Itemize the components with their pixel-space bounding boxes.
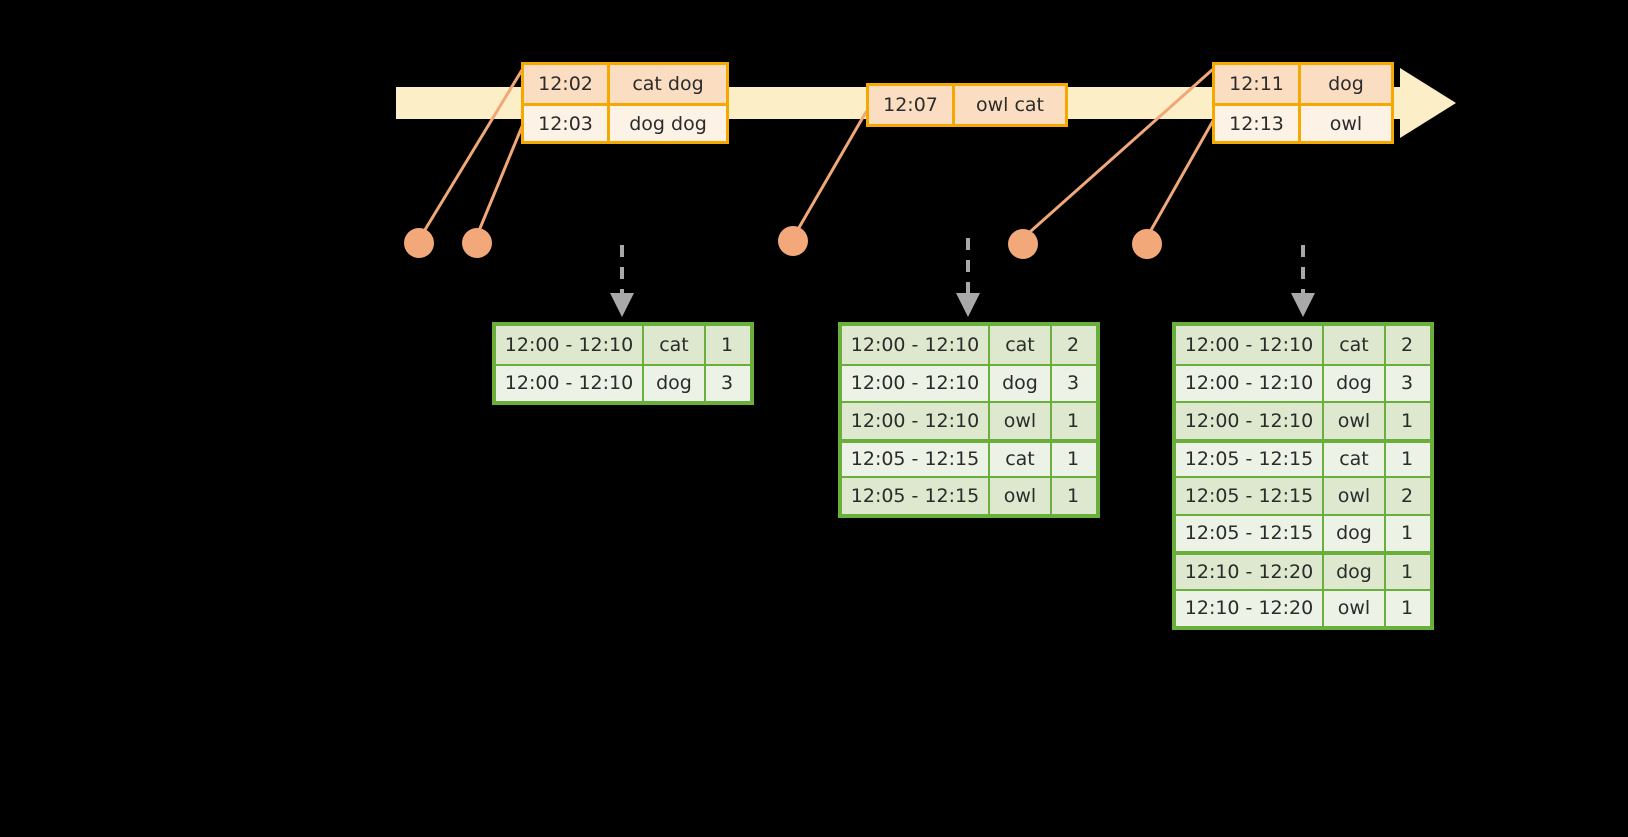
window-cell: 12:10 - 12:20	[1176, 590, 1324, 626]
event-time: 12:07	[869, 86, 955, 124]
count-cell: 1	[1400, 522, 1414, 545]
count-cell: 1	[1400, 448, 1414, 471]
key-cell: owl	[1324, 403, 1386, 439]
event-row[interactable]: 12:02 cat dog	[524, 65, 726, 103]
table-row[interactable]: 12:00 - 12:10 owl 1	[842, 401, 1096, 439]
window-cell: 12:05 - 12:15	[1176, 442, 1324, 476]
window-cell: 12:10 - 12:20	[1176, 555, 1324, 589]
key-cell: dog	[1324, 515, 1386, 551]
key-cell: cat	[1324, 442, 1386, 476]
connector-line-5	[1144, 110, 1220, 241]
key-cell: owl	[990, 403, 1052, 439]
table-row[interactable]: 12:10 - 12:20 owl 1	[1176, 588, 1430, 626]
event-group-2[interactable]: 12:07 owl cat	[866, 83, 1068, 127]
window-cell: 12:05 - 12:15	[1176, 515, 1324, 551]
emit-arrow-head-2	[956, 293, 980, 317]
event-words: owl	[1329, 112, 1363, 135]
count-cell: 2	[1066, 333, 1080, 356]
event-time: 12:13	[1215, 106, 1301, 141]
connector-line-3	[791, 110, 868, 240]
event-words: dog	[1328, 73, 1364, 95]
count-cell: 1	[1400, 409, 1414, 432]
table-row[interactable]: 12:00 - 12:10 dog 3	[1176, 363, 1430, 401]
event-row[interactable]: 12:03 dog dog	[524, 103, 726, 141]
emit-arrow-head-3	[1291, 293, 1315, 317]
key-cell: cat	[1324, 326, 1386, 364]
count-cell: 3	[1400, 372, 1414, 395]
emit-arrows	[610, 238, 1315, 317]
connector-dots	[404, 226, 1162, 259]
event-group-1[interactable]: 12:02 cat dog 12:03 dog dog	[521, 62, 729, 144]
event-dot-4	[1008, 229, 1038, 259]
event-words: owl cat	[975, 94, 1045, 116]
window-cell: 12:05 - 12:15	[842, 442, 990, 476]
key-cell: owl	[990, 478, 1052, 514]
table-row[interactable]: 12:00 - 12:10 dog 3	[496, 363, 750, 401]
event-time: 12:11	[1215, 65, 1301, 103]
count-cell: 1	[1066, 448, 1080, 471]
event-dot-2	[462, 228, 492, 258]
key-cell: dog	[1324, 555, 1386, 589]
table-row[interactable]: 12:05 - 12:15 owl 2	[1176, 476, 1430, 514]
key-cell: dog	[990, 365, 1052, 401]
key-cell: dog	[644, 365, 706, 401]
emit-arrow-head-1	[610, 293, 634, 317]
event-dot-5	[1132, 229, 1162, 259]
event-time: 12:02	[524, 65, 610, 103]
result-table-2[interactable]: 12:00 - 12:10 cat 2 12:00 - 12:10 dog 3 …	[838, 322, 1100, 518]
count-cell: 1	[1400, 560, 1414, 583]
table-row[interactable]: 12:00 - 12:10 dog 3	[842, 363, 1096, 401]
count-cell: 1	[720, 333, 734, 356]
window-cell: 12:00 - 12:10	[1176, 326, 1324, 364]
table-row[interactable]: 12:05 - 12:15 owl 1	[842, 476, 1096, 514]
event-dot-1	[404, 228, 434, 258]
window-cell: 12:05 - 12:15	[1176, 478, 1324, 514]
event-group-3[interactable]: 12:11 dog 12:13 owl	[1212, 62, 1394, 144]
result-table-3[interactable]: 12:00 - 12:10 cat 2 12:00 - 12:10 dog 3 …	[1172, 322, 1434, 630]
event-row[interactable]: 12:13 owl	[1215, 103, 1391, 141]
key-cell: owl	[1324, 590, 1386, 626]
key-cell: cat	[990, 442, 1052, 476]
table-row[interactable]: 12:00 - 12:10 cat 1	[496, 326, 750, 364]
window-cell: 12:00 - 12:10	[496, 326, 644, 364]
window-cell: 12:00 - 12:10	[842, 326, 990, 364]
table-row[interactable]: 12:05 - 12:15 dog 1	[1176, 513, 1430, 551]
key-cell: owl	[1324, 478, 1386, 514]
count-cell: 1	[1066, 409, 1080, 432]
result-table-1[interactable]: 12:00 - 12:10 cat 1 12:00 - 12:10 dog 3	[492, 322, 754, 405]
event-dot-3	[778, 226, 808, 256]
count-cell: 2	[1400, 484, 1414, 507]
event-words: dog dog	[629, 112, 707, 135]
event-row[interactable]: 12:07 owl cat	[869, 86, 1065, 124]
count-cell: 1	[1400, 597, 1414, 620]
table-row[interactable]: 12:05 - 12:15 cat 1	[1176, 438, 1430, 476]
table-row[interactable]: 12:10 - 12:20 dog 1	[1176, 551, 1430, 589]
table-row[interactable]: 12:00 - 12:10 cat 2	[842, 326, 1096, 364]
window-cell: 12:05 - 12:15	[842, 478, 990, 514]
event-time: 12:03	[524, 106, 610, 141]
table-row[interactable]: 12:00 - 12:10 owl 1	[1176, 401, 1430, 439]
key-cell: cat	[644, 326, 706, 364]
count-cell: 3	[720, 372, 734, 395]
count-cell: 3	[1066, 372, 1080, 395]
event-row[interactable]: 12:11 dog	[1215, 65, 1391, 103]
table-row[interactable]: 12:05 - 12:15 cat 1	[842, 438, 1096, 476]
count-cell: 2	[1400, 333, 1414, 356]
connector-line-1	[418, 68, 524, 240]
window-cell: 12:00 - 12:10	[842, 365, 990, 401]
window-cell: 12:00 - 12:10	[1176, 365, 1324, 401]
window-cell: 12:00 - 12:10	[1176, 403, 1324, 439]
window-cell: 12:00 - 12:10	[842, 403, 990, 439]
event-words: cat dog	[632, 73, 704, 95]
count-cell: 1	[1066, 484, 1080, 507]
key-cell: cat	[990, 326, 1052, 364]
key-cell: dog	[1324, 365, 1386, 401]
window-cell: 12:00 - 12:10	[496, 365, 644, 401]
table-row[interactable]: 12:00 - 12:10 cat 2	[1176, 326, 1430, 364]
